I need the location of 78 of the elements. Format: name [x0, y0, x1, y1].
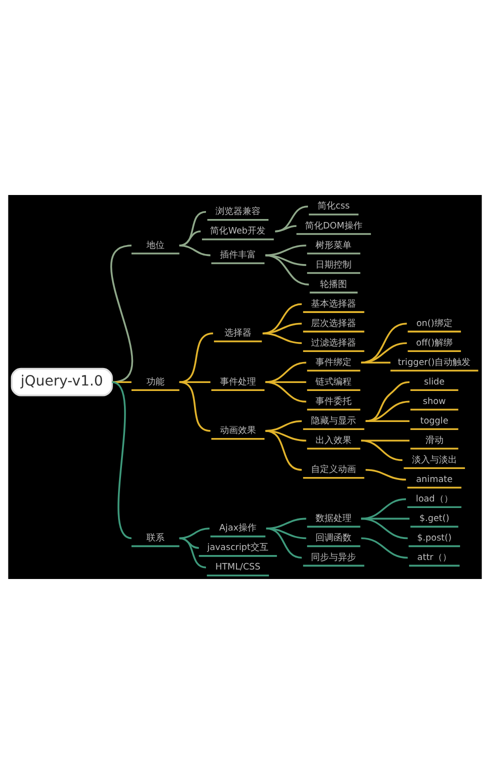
node-text: 日期控制 [316, 260, 352, 270]
connector [179, 536, 199, 548]
connector [179, 536, 206, 568]
node-text: 地位 [146, 240, 164, 250]
node-text: 自定义动画 [311, 464, 356, 475]
connector [265, 244, 306, 256]
connector [361, 439, 402, 461]
node-text: show [422, 396, 446, 406]
node-text: 功能 [146, 376, 164, 387]
connector [366, 468, 406, 480]
node-text: off()解绑 [416, 338, 453, 348]
node-text: 选择器 [224, 328, 252, 338]
connector [361, 322, 407, 363]
connector [275, 224, 296, 232]
connector [265, 361, 306, 382]
node-text: 简化DOM操作 [304, 220, 362, 231]
connector [265, 254, 309, 285]
connector [179, 210, 206, 246]
node-text: on()绑定 [416, 318, 452, 328]
node-text: 隐藏与显示 [311, 416, 356, 426]
connector [179, 527, 210, 539]
node-text: 动画效果 [220, 426, 256, 436]
node-text: 出入效果 [316, 435, 352, 446]
connector [361, 342, 407, 363]
node-text: 数据处理 [316, 513, 352, 524]
connector [179, 332, 214, 382]
connector [110, 244, 134, 382]
connector [361, 498, 406, 520]
node-text: 事件委托 [316, 396, 352, 406]
connector [366, 380, 410, 422]
connector [275, 205, 308, 232]
node-text: HTML/CSS [215, 562, 260, 572]
node-text: 回调函数 [316, 532, 352, 543]
node-text: slide [424, 376, 445, 387]
node-text: 过滤选择器 [311, 338, 356, 348]
connector [366, 400, 410, 422]
node-text: load（） [416, 494, 453, 504]
node-text: 滑动 [425, 435, 444, 446]
node-text: $.get() [419, 513, 450, 524]
connector [179, 230, 201, 246]
connector [265, 380, 306, 402]
node-text: 树形菜单 [316, 240, 352, 250]
connector [361, 517, 408, 539]
node-text: 淡入与淡出 [412, 454, 457, 465]
node-text: 基本选择器 [311, 298, 356, 309]
node-text: 简化css [318, 201, 350, 212]
connector [262, 302, 302, 334]
node-text: 轮播图 [320, 279, 348, 290]
connector [179, 380, 211, 432]
connector [265, 430, 302, 470]
node-text: 事件处理 [220, 376, 256, 387]
node-text: 层次选择器 [311, 318, 356, 328]
connector [179, 380, 210, 382]
node-text: attr（） [417, 552, 452, 562]
node-text: 插件丰富 [220, 250, 256, 260]
node-box: jQuery-v1.0 [10, 367, 113, 396]
connector [262, 332, 302, 344]
connector [266, 527, 306, 539]
node-text: 浏览器兼容 [215, 206, 260, 217]
node-text: $.post() [417, 532, 452, 543]
node-text: animate [416, 474, 453, 484]
node-text: toggle [420, 416, 448, 426]
connector [361, 361, 390, 363]
node-text: 简化Web开发 [210, 226, 266, 236]
node-text: javascript交互 [207, 542, 269, 553]
node-text: Ajax操作 [219, 523, 257, 534]
node-text: 同步与异步 [311, 552, 356, 562]
node-text: 链式编程 [316, 376, 352, 387]
connector [361, 536, 408, 558]
connector [179, 244, 210, 256]
connector [112, 380, 132, 539]
connector [112, 380, 132, 382]
node-text: 联系 [146, 532, 164, 543]
node-text: trigger()自动触发 [398, 357, 471, 368]
node-text: 事件绑定 [316, 357, 352, 368]
connector [265, 380, 306, 382]
connector [366, 420, 410, 422]
connector [266, 527, 302, 558]
